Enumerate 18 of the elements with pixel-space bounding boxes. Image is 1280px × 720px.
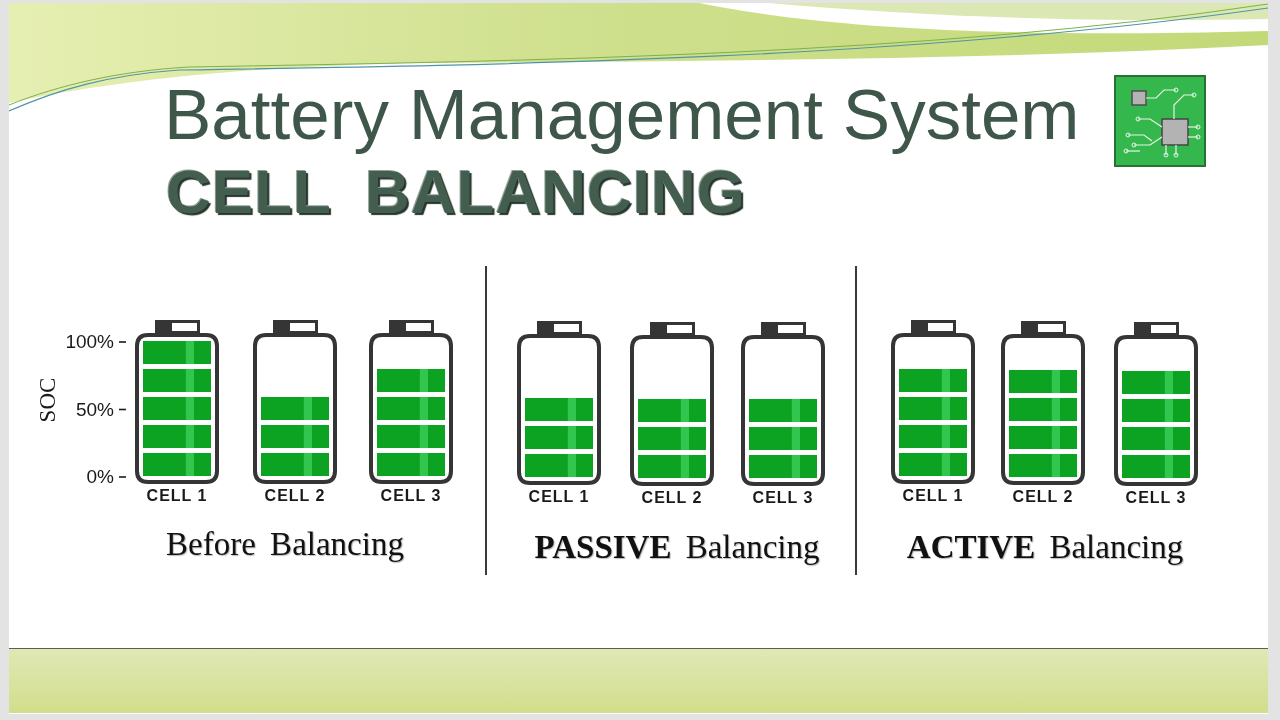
category-label: CELL 2 [641, 489, 703, 506]
group-caption: PASSIVE Balancing [534, 528, 820, 566]
category-label: CELL 3 [752, 489, 814, 506]
tick-label: 100% [65, 331, 114, 352]
category-label: CELL 3 [380, 487, 442, 504]
category-label: CELL 1 [146, 487, 208, 504]
group-caption: ACTIVE Balancing [906, 528, 1184, 566]
category-label: CELL 2 [264, 487, 326, 504]
category-label: CELL 1 [902, 487, 964, 504]
category-label: CELL 1 [528, 488, 590, 505]
axis-title: SOC [35, 377, 60, 423]
tick-label: 0% [86, 466, 114, 487]
tick-label: 50% [75, 398, 114, 420]
group-caption: Before Balancing [166, 525, 404, 563]
title-text: Battery Management System [164, 75, 1080, 155]
category-label: CELL 3 [1125, 489, 1187, 506]
subtitle-text: CELL BALANCING [166, 161, 746, 223]
category-label: CELL 2 [1012, 488, 1074, 505]
